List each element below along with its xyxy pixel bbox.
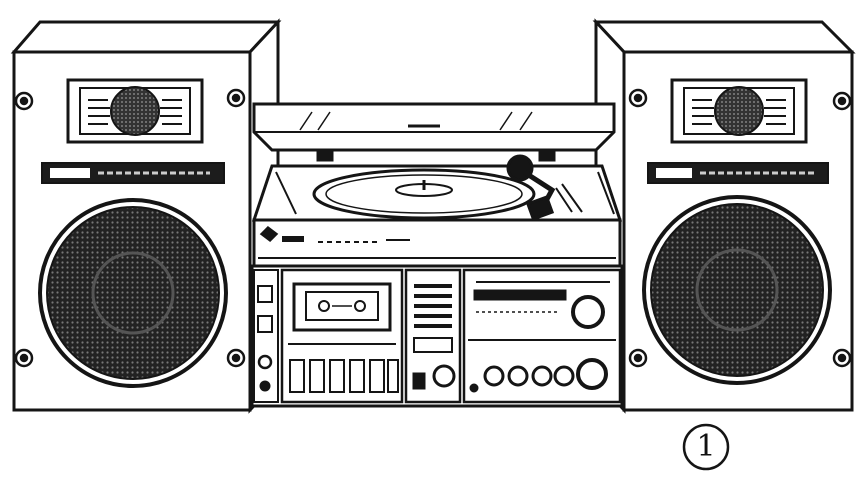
- balance-knob: [432, 364, 456, 388]
- left-woofer: [38, 198, 228, 388]
- platter: [312, 168, 536, 220]
- turntable: [251, 154, 623, 222]
- amp-knobs: [483, 358, 608, 390]
- headphone-jack: [257, 354, 273, 370]
- tuner-amplifier: [462, 268, 622, 404]
- tuning-dial: [473, 289, 567, 301]
- volume-knob: [576, 358, 608, 390]
- right-speaker-screws: [628, 88, 852, 368]
- cassette-deck: [280, 268, 404, 404]
- figure-number-circle: [682, 423, 730, 471]
- left-tweeter: [66, 78, 204, 144]
- center-unit: [250, 102, 624, 408]
- right-woofer: [642, 195, 832, 385]
- left-speaker: [10, 18, 282, 414]
- turntable-lid: [252, 102, 616, 162]
- cassette-window: [292, 282, 392, 332]
- tuning-knob: [571, 295, 605, 329]
- cassette-transport-keys: [289, 359, 399, 393]
- left-control-column: [253, 269, 279, 403]
- left-speaker-screws: [14, 88, 246, 368]
- figure-number-text: 1: [696, 429, 716, 464]
- turntable-front-panel: [252, 218, 622, 268]
- right-speaker: [592, 18, 856, 414]
- function-buttons: [404, 268, 462, 404]
- tonearm: [506, 154, 583, 221]
- right-tweeter: [670, 78, 808, 144]
- figure-number-label: 1: [676, 422, 736, 472]
